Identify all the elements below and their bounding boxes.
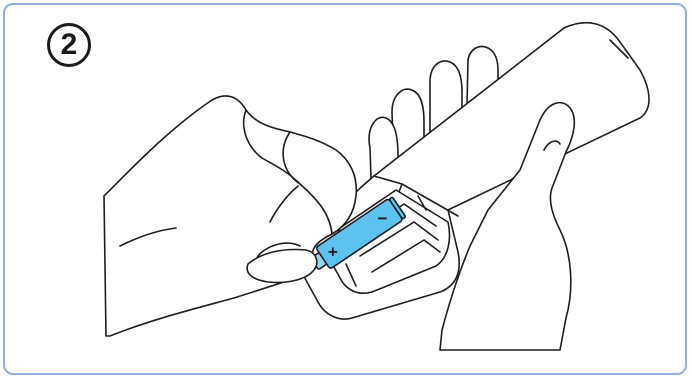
battery-negative-symbol: − [378,209,388,228]
battery-positive-symbol: + [328,243,338,262]
